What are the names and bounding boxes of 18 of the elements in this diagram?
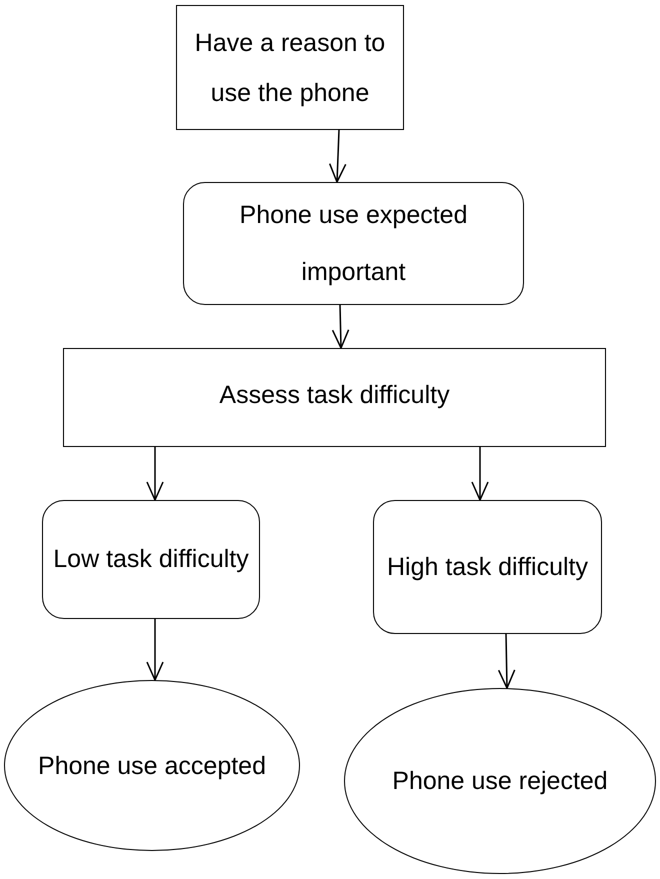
node-text: Phone use accepted	[38, 750, 266, 782]
process-box	[373, 500, 602, 634]
node-text: Have a reason to use the phone	[194, 28, 386, 108]
arrow	[146, 619, 164, 681]
node-text: Phone use expected important	[238, 200, 468, 288]
process-box	[183, 182, 524, 305]
arrow	[471, 447, 489, 501]
arrow	[146, 447, 164, 501]
arrow	[332, 304, 350, 349]
process-box	[42, 500, 260, 619]
node-text: Phone use rejected	[392, 766, 608, 797]
node-text: High task difficulty	[386, 552, 588, 582]
process-box	[63, 348, 606, 447]
process-box	[176, 5, 404, 130]
node-text: Low task difficulty	[53, 544, 249, 575]
node-text: Assess task difficulty	[219, 380, 450, 411]
arrow	[328, 130, 346, 183]
arrow	[498, 634, 516, 689]
